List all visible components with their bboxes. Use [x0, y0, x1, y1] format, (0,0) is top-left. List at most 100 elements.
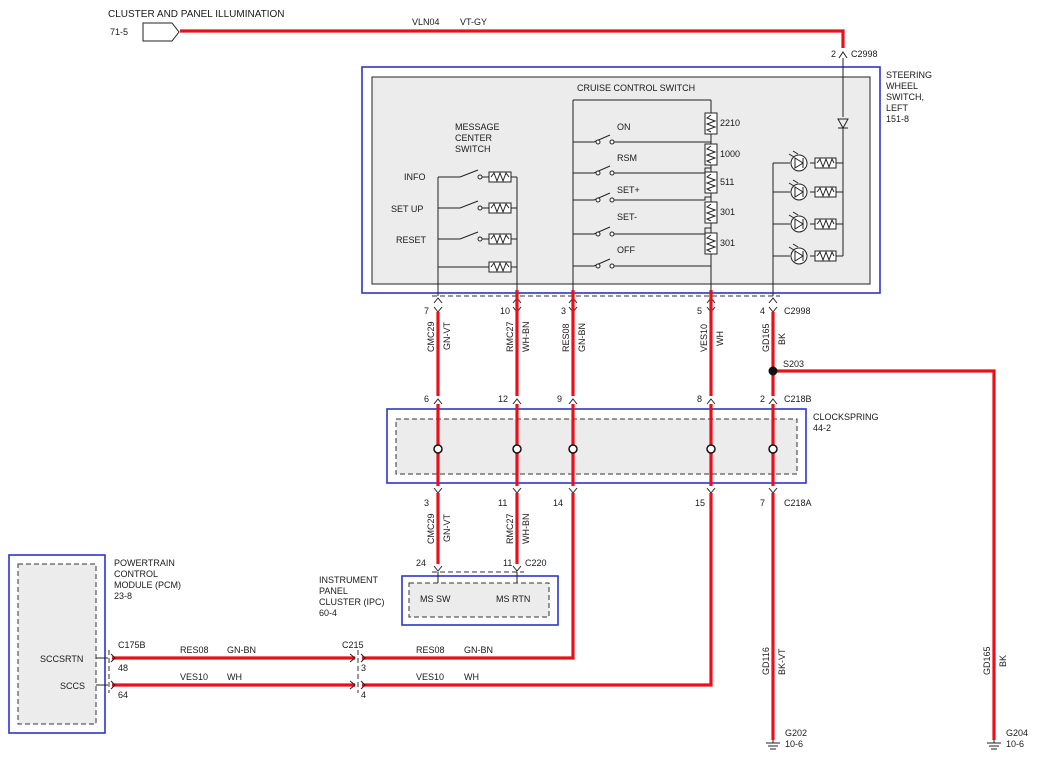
- ipc-ms-sw: MS SW: [420, 594, 451, 604]
- ves10-upper-circuit: VES10: [699, 324, 709, 352]
- c218b-label: C218B: [784, 394, 812, 404]
- steering-label-5: 151-8: [886, 114, 909, 124]
- pcm-label-2: CONTROL: [114, 569, 158, 579]
- cruise-setplus-label: SET+: [617, 185, 640, 195]
- illumination-title: CLUSTER AND PANEL ILLUMINATION: [108, 9, 285, 20]
- res08-pcm-color: GN-BN: [227, 645, 256, 655]
- ipc-body: [408, 582, 550, 618]
- cmc29-upper-circuit: CMC29: [426, 321, 436, 352]
- g204-label: G204: [1006, 728, 1028, 738]
- cmc29-upper-color: GN-VT: [442, 322, 452, 351]
- c2998-terminal-icons: [433, 297, 778, 313]
- switch-info-label: INFO: [404, 172, 426, 182]
- vln04-circuit: VLN04: [412, 17, 440, 27]
- c175b-terminal-icons: [110, 653, 116, 690]
- cruise-resistor-ladder: [704, 112, 718, 255]
- s203-label: S203: [783, 359, 804, 369]
- c2998-pin-4: 4: [760, 306, 765, 316]
- rmc27-upper-color: WH-BN: [521, 322, 531, 353]
- illumination-ref: 71-5: [110, 27, 128, 37]
- clockspring-outline: [386, 408, 807, 484]
- c218a-pin-11: 11: [498, 498, 507, 508]
- c2998-pin-10: 10: [500, 306, 510, 316]
- c218a-pin-7: 7: [760, 498, 765, 508]
- illumination-connector-icon: [142, 22, 180, 42]
- ves10-ipc-circuit: VES10: [416, 672, 444, 682]
- pcm-body: [17, 563, 97, 725]
- message-center-title-1: MESSAGE: [455, 122, 500, 132]
- s203-splice-dot: [768, 366, 778, 376]
- res08-wire-lower: [362, 493, 575, 660]
- steering-switch-body: [371, 76, 871, 285]
- pcm-sccs-label: SCCS: [60, 681, 85, 691]
- c2998-top-label: C2998: [851, 49, 878, 59]
- pcm-sccsrtn-label: SCCSRTN: [40, 654, 83, 664]
- ipc-label-1: INSTRUMENT: [319, 575, 378, 585]
- ves10-wire-lower: [362, 493, 713, 687]
- ves10-upper-color: WH: [715, 331, 725, 346]
- clockspring-contact-icons: [433, 444, 778, 454]
- ipc-internal-leads: [437, 572, 518, 583]
- c218a-pin-15: 15: [695, 498, 705, 508]
- res08-ipc-circuit: RES08: [416, 645, 445, 655]
- resistor-1000-value: 1000: [720, 149, 740, 159]
- c218a-label: C218A: [784, 498, 812, 508]
- resistor-511-value: 511: [720, 177, 734, 187]
- c2998-pin-3: 3: [561, 306, 566, 316]
- c218b-pin-9: 9: [557, 394, 562, 404]
- ipc-label-4: 60-4: [319, 608, 337, 618]
- gd116-circuit: GD116: [761, 647, 771, 675]
- resistor-301b-value: 301: [720, 238, 735, 248]
- rmc27-lower-circuit: RMC27: [505, 513, 515, 544]
- steering-label-1: STEERING: [886, 70, 932, 80]
- c220-pin-24: 24: [416, 558, 426, 568]
- pcm-outline: [8, 554, 106, 734]
- res08-pcm-circuit: RES08: [180, 645, 209, 655]
- c215-terminal-icons: [349, 653, 366, 690]
- c175b-pin-48: 48: [118, 663, 128, 673]
- res08-upper-color: GN-BN: [577, 323, 587, 352]
- gd165-wire-to-g204: [773, 369, 996, 740]
- cruise-rsm-label: RSM: [617, 153, 637, 163]
- ves10-pcm-circuit: VES10: [180, 672, 208, 682]
- c215-pin-4: 4: [361, 690, 366, 700]
- gd165-upper-circuit: GD165: [761, 323, 771, 352]
- clockspring-ref: 44-2: [813, 423, 831, 433]
- resistor-301a-value: 301: [720, 207, 735, 217]
- c215-label: C215: [342, 640, 364, 650]
- g202-ground-icon: [766, 740, 780, 750]
- rmc27-lower-color: WH-BN: [521, 514, 531, 545]
- ipc-outline: [401, 575, 559, 626]
- steering-label-2: WHEEL: [886, 81, 918, 91]
- resistor-2210-value: 2210: [720, 118, 740, 128]
- c218b-pin-2: 2: [760, 394, 765, 404]
- c220-label: C220: [525, 558, 547, 568]
- g202-ref: 10-6: [785, 739, 803, 749]
- cruise-switch-contacts: [573, 134, 711, 269]
- cruise-off-label: OFF: [617, 245, 635, 255]
- c220-terminal-icons: [433, 565, 522, 572]
- switch-setup-label: SET UP: [391, 204, 423, 214]
- ipc-label-3: CLUSTER (IPC): [319, 597, 385, 607]
- c175b-label: C175B: [118, 640, 146, 650]
- res08-upper-circuit: RES08: [561, 323, 571, 352]
- cruise-setminus-label: SET-: [617, 212, 637, 222]
- gd165-upper-color: BK: [777, 333, 787, 345]
- pcm-label-4: 23-8: [114, 591, 132, 601]
- switch-reset-label: RESET: [396, 235, 427, 245]
- steering-label-3: SWITCH,: [886, 92, 924, 102]
- c218a-pin-14: 14: [553, 498, 563, 508]
- c218b-pin-8: 8: [697, 394, 702, 404]
- cruise-title: CRUISE CONTROL SWITCH: [577, 83, 695, 93]
- gd165-lower-color: BK: [998, 655, 1008, 667]
- g204-ref: 10-6: [1006, 739, 1024, 749]
- c218a-pin-3: 3: [424, 498, 429, 508]
- clockspring-body: [395, 418, 798, 475]
- steering-switch-outline: [361, 66, 881, 294]
- illumination-feed: CLUSTER AND PANEL ILLUMINATION 71-5 VLN0…: [108, 9, 878, 59]
- ipc-ms-rtn: MS RTN: [496, 594, 530, 604]
- ipc-label-2: PANEL: [319, 586, 348, 596]
- gd165-lower-circuit: GD165: [982, 646, 992, 675]
- c175b-pin-64: 64: [118, 690, 128, 700]
